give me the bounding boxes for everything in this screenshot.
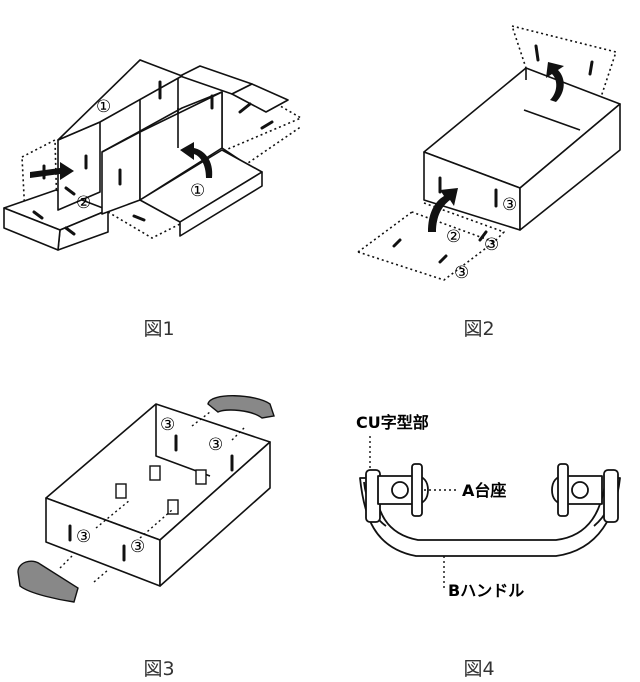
- figure-3: ③ ③ ③ ③: [0, 360, 320, 640]
- caption-figure-1: 図1: [143, 318, 175, 340]
- caption-figure-3: 図3: [143, 658, 175, 680]
- label-u-shaped-part: CU字型部: [356, 413, 429, 432]
- label-base: A台座: [462, 481, 506, 500]
- fig1-mark-2: ②: [76, 193, 91, 213]
- fig2-mark-3a: ③: [502, 195, 517, 215]
- fig1-mark-1b: ①: [190, 181, 205, 201]
- fig3-mark-3d: ③: [130, 537, 145, 557]
- fig3-mark-3a: ③: [160, 415, 175, 435]
- figure-4: CU字型部 A台座 Bハンドル: [320, 360, 640, 640]
- figure-2: ③ ② ③ ③: [320, 0, 640, 300]
- caption-figure-2: 図2: [463, 318, 495, 340]
- fig1-mark-1a: ①: [96, 97, 111, 117]
- fig3-mark-3c: ③: [76, 527, 91, 547]
- label-handle: Bハンドル: [448, 581, 524, 600]
- fig2-mark-3b: ③: [484, 235, 499, 255]
- caption-figure-4: 図4: [463, 658, 495, 680]
- figure-1: ① ① ②: [0, 0, 320, 300]
- fig2-mark-3c: ③: [454, 263, 469, 283]
- fig3-mark-3b: ③: [208, 435, 223, 455]
- fig2-mark-2: ②: [446, 227, 461, 247]
